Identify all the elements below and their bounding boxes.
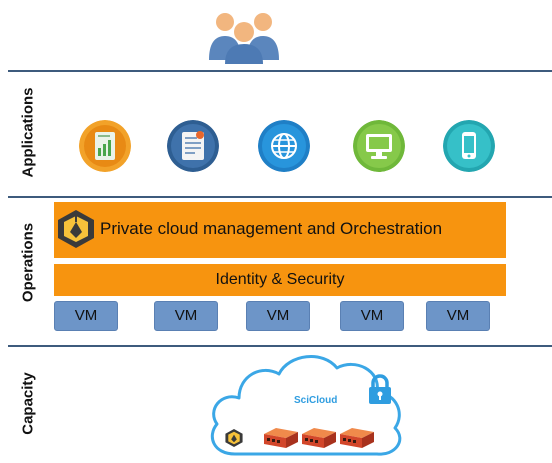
vm-box: VM	[154, 301, 218, 331]
lock-icon	[369, 374, 391, 404]
identity-security-bar: Identity & Security	[54, 264, 506, 296]
management-label: Private cloud management and Orchestrati…	[100, 219, 443, 238]
vm-box: VM	[340, 301, 404, 331]
mobile-icon	[443, 120, 495, 172]
report-icon	[167, 120, 219, 172]
globe-icon	[258, 120, 310, 172]
separator-bottom	[8, 345, 552, 347]
document-chart-icon	[79, 120, 131, 172]
separator-middle	[8, 196, 552, 198]
vm-box: VM	[54, 301, 118, 331]
operations-layer-label: Operations	[19, 222, 37, 303]
capacity-layer-label: Capacity	[19, 372, 37, 435]
vm-box: VM	[426, 301, 490, 331]
separator-top	[8, 70, 552, 72]
applications-layer-label: Applications	[19, 87, 37, 178]
server-rack-icon	[264, 428, 374, 448]
cube-logo-icon	[58, 210, 94, 248]
cube-logo-small-icon	[225, 428, 243, 448]
users-icon	[209, 13, 279, 64]
monitor-icon	[353, 120, 405, 172]
vm-box: VM	[246, 301, 310, 331]
cloud-label: SciCloud	[294, 395, 338, 406]
management-bar	[54, 202, 506, 258]
